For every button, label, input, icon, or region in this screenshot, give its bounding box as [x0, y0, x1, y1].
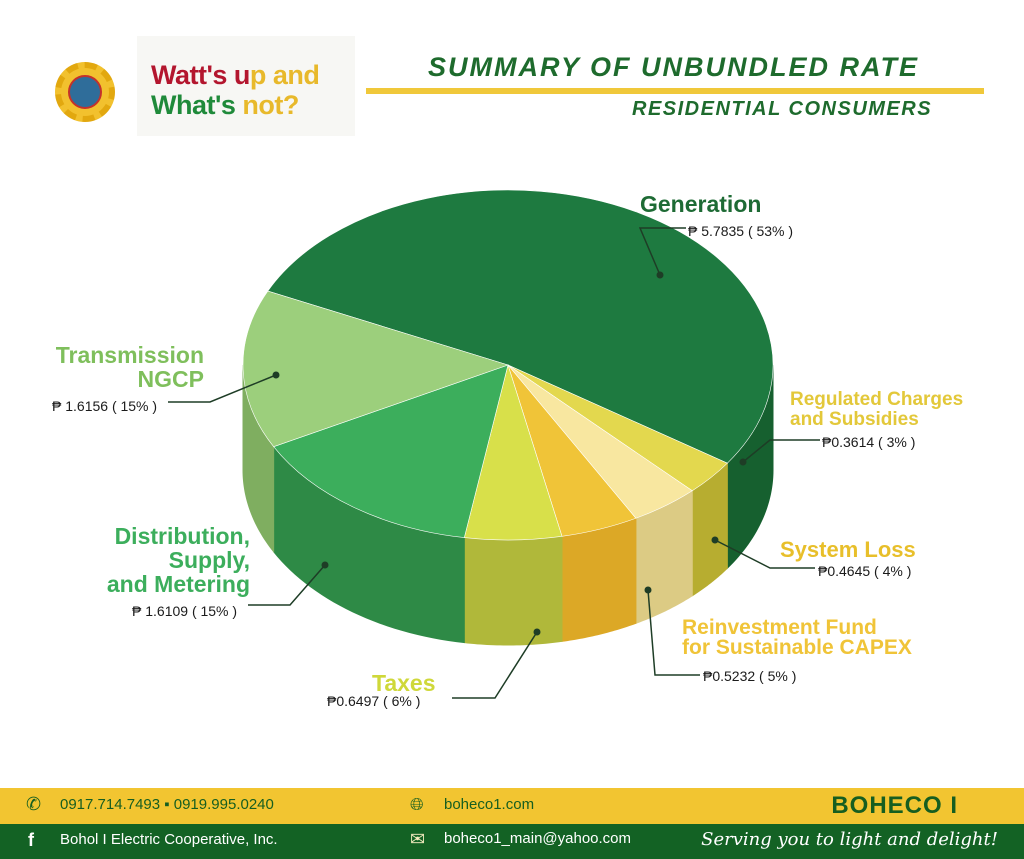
label-taxes: Taxes [372, 671, 436, 695]
label-line: Generation [640, 191, 762, 217]
cooperative-logo [55, 62, 115, 122]
tagline-part: p and [249, 60, 320, 90]
value-system-loss: ₱0.4645 ( 4% ) [818, 563, 912, 579]
facebook-icon: f [28, 830, 34, 850]
value-distribution: ₱ 1.6109 ( 15% ) [132, 603, 238, 619]
mail-icon: ✉ [410, 829, 426, 849]
value-generation: ₱ 5.7835 ( 53% ) [688, 223, 794, 239]
facebook-page[interactable]: Bohol I Electric Cooperative, Inc. [60, 831, 278, 848]
slogan: Serving you to light and delight! [701, 829, 998, 850]
phone-numbers: 0917.714.7493 ▪ 0919.995.0240 [60, 796, 274, 813]
leader-dot [321, 561, 329, 569]
phone-icon: ✆ [26, 794, 42, 814]
value-reinvestment: ₱0.5232 ( 5% ) [703, 668, 797, 684]
leader-dot [711, 536, 719, 544]
brand-name: BOHECO I [831, 792, 958, 819]
leader-line [742, 439, 820, 463]
footer-contact-bar [0, 788, 1024, 824]
leader-dot [533, 628, 541, 636]
leader-line [647, 589, 700, 676]
tagline-part: What's [151, 90, 243, 120]
tagline-part: not? [242, 90, 299, 120]
leader-line [452, 631, 538, 699]
label-system-loss: System Loss [780, 538, 916, 562]
tagline-logo: Watt's up and What's not? [137, 36, 355, 136]
pie-side-3 [561, 517, 637, 642]
value-transmission: ₱ 1.6156 ( 15% ) [52, 398, 158, 414]
title-divider [366, 88, 984, 94]
pie-side-4 [463, 535, 563, 646]
pie-slice-generation [267, 189, 774, 464]
label-distribution: Distribution,Supply,and Metering [90, 524, 250, 596]
pie-slice-distribution-supply-and-metering [273, 364, 509, 538]
label-line: for Sustainable CAPEX [682, 636, 912, 659]
label-line: Distribution, [114, 523, 250, 549]
leader-dot [739, 458, 747, 466]
footer-info-bar [0, 824, 1024, 859]
pie-slice-transmission-ngcp [242, 290, 509, 448]
label-generation: Generation [640, 192, 761, 216]
leader-line [168, 374, 277, 403]
label-line: and Metering [106, 571, 250, 597]
page-subtitle: RESIDENTIAL CONSUMERS [632, 98, 933, 120]
label-line: Supply, [168, 547, 250, 573]
globe-icon: 🌐︎ [410, 795, 424, 814]
label-line: NGCP [137, 366, 204, 392]
leader-line [714, 539, 815, 569]
label-line: and Subsidies [790, 409, 919, 430]
leader-line [248, 564, 326, 606]
leader-dot [272, 371, 280, 379]
label-line: System Loss [780, 537, 916, 562]
page-title: SUMMARY OF UNBUNDLED RATE [428, 52, 920, 82]
leader-line [638, 227, 686, 276]
label-line: Reinvestment Fund [682, 616, 877, 639]
label-line: Taxes [372, 670, 436, 696]
website-link[interactable]: boheco1.com [444, 796, 535, 813]
label-line: Regulated Charges [790, 389, 964, 410]
leader-dot [656, 271, 664, 279]
label-line: Transmission [55, 342, 204, 368]
value-taxes: ₱0.6497 ( 6% ) [327, 693, 421, 709]
value-regulated: ₱0.3614 ( 3% ) [822, 434, 916, 450]
leader-dot [644, 586, 652, 594]
email-link[interactable]: boheco1_main@yahoo.com [444, 830, 632, 847]
tagline-part: Watt's u [151, 60, 250, 90]
